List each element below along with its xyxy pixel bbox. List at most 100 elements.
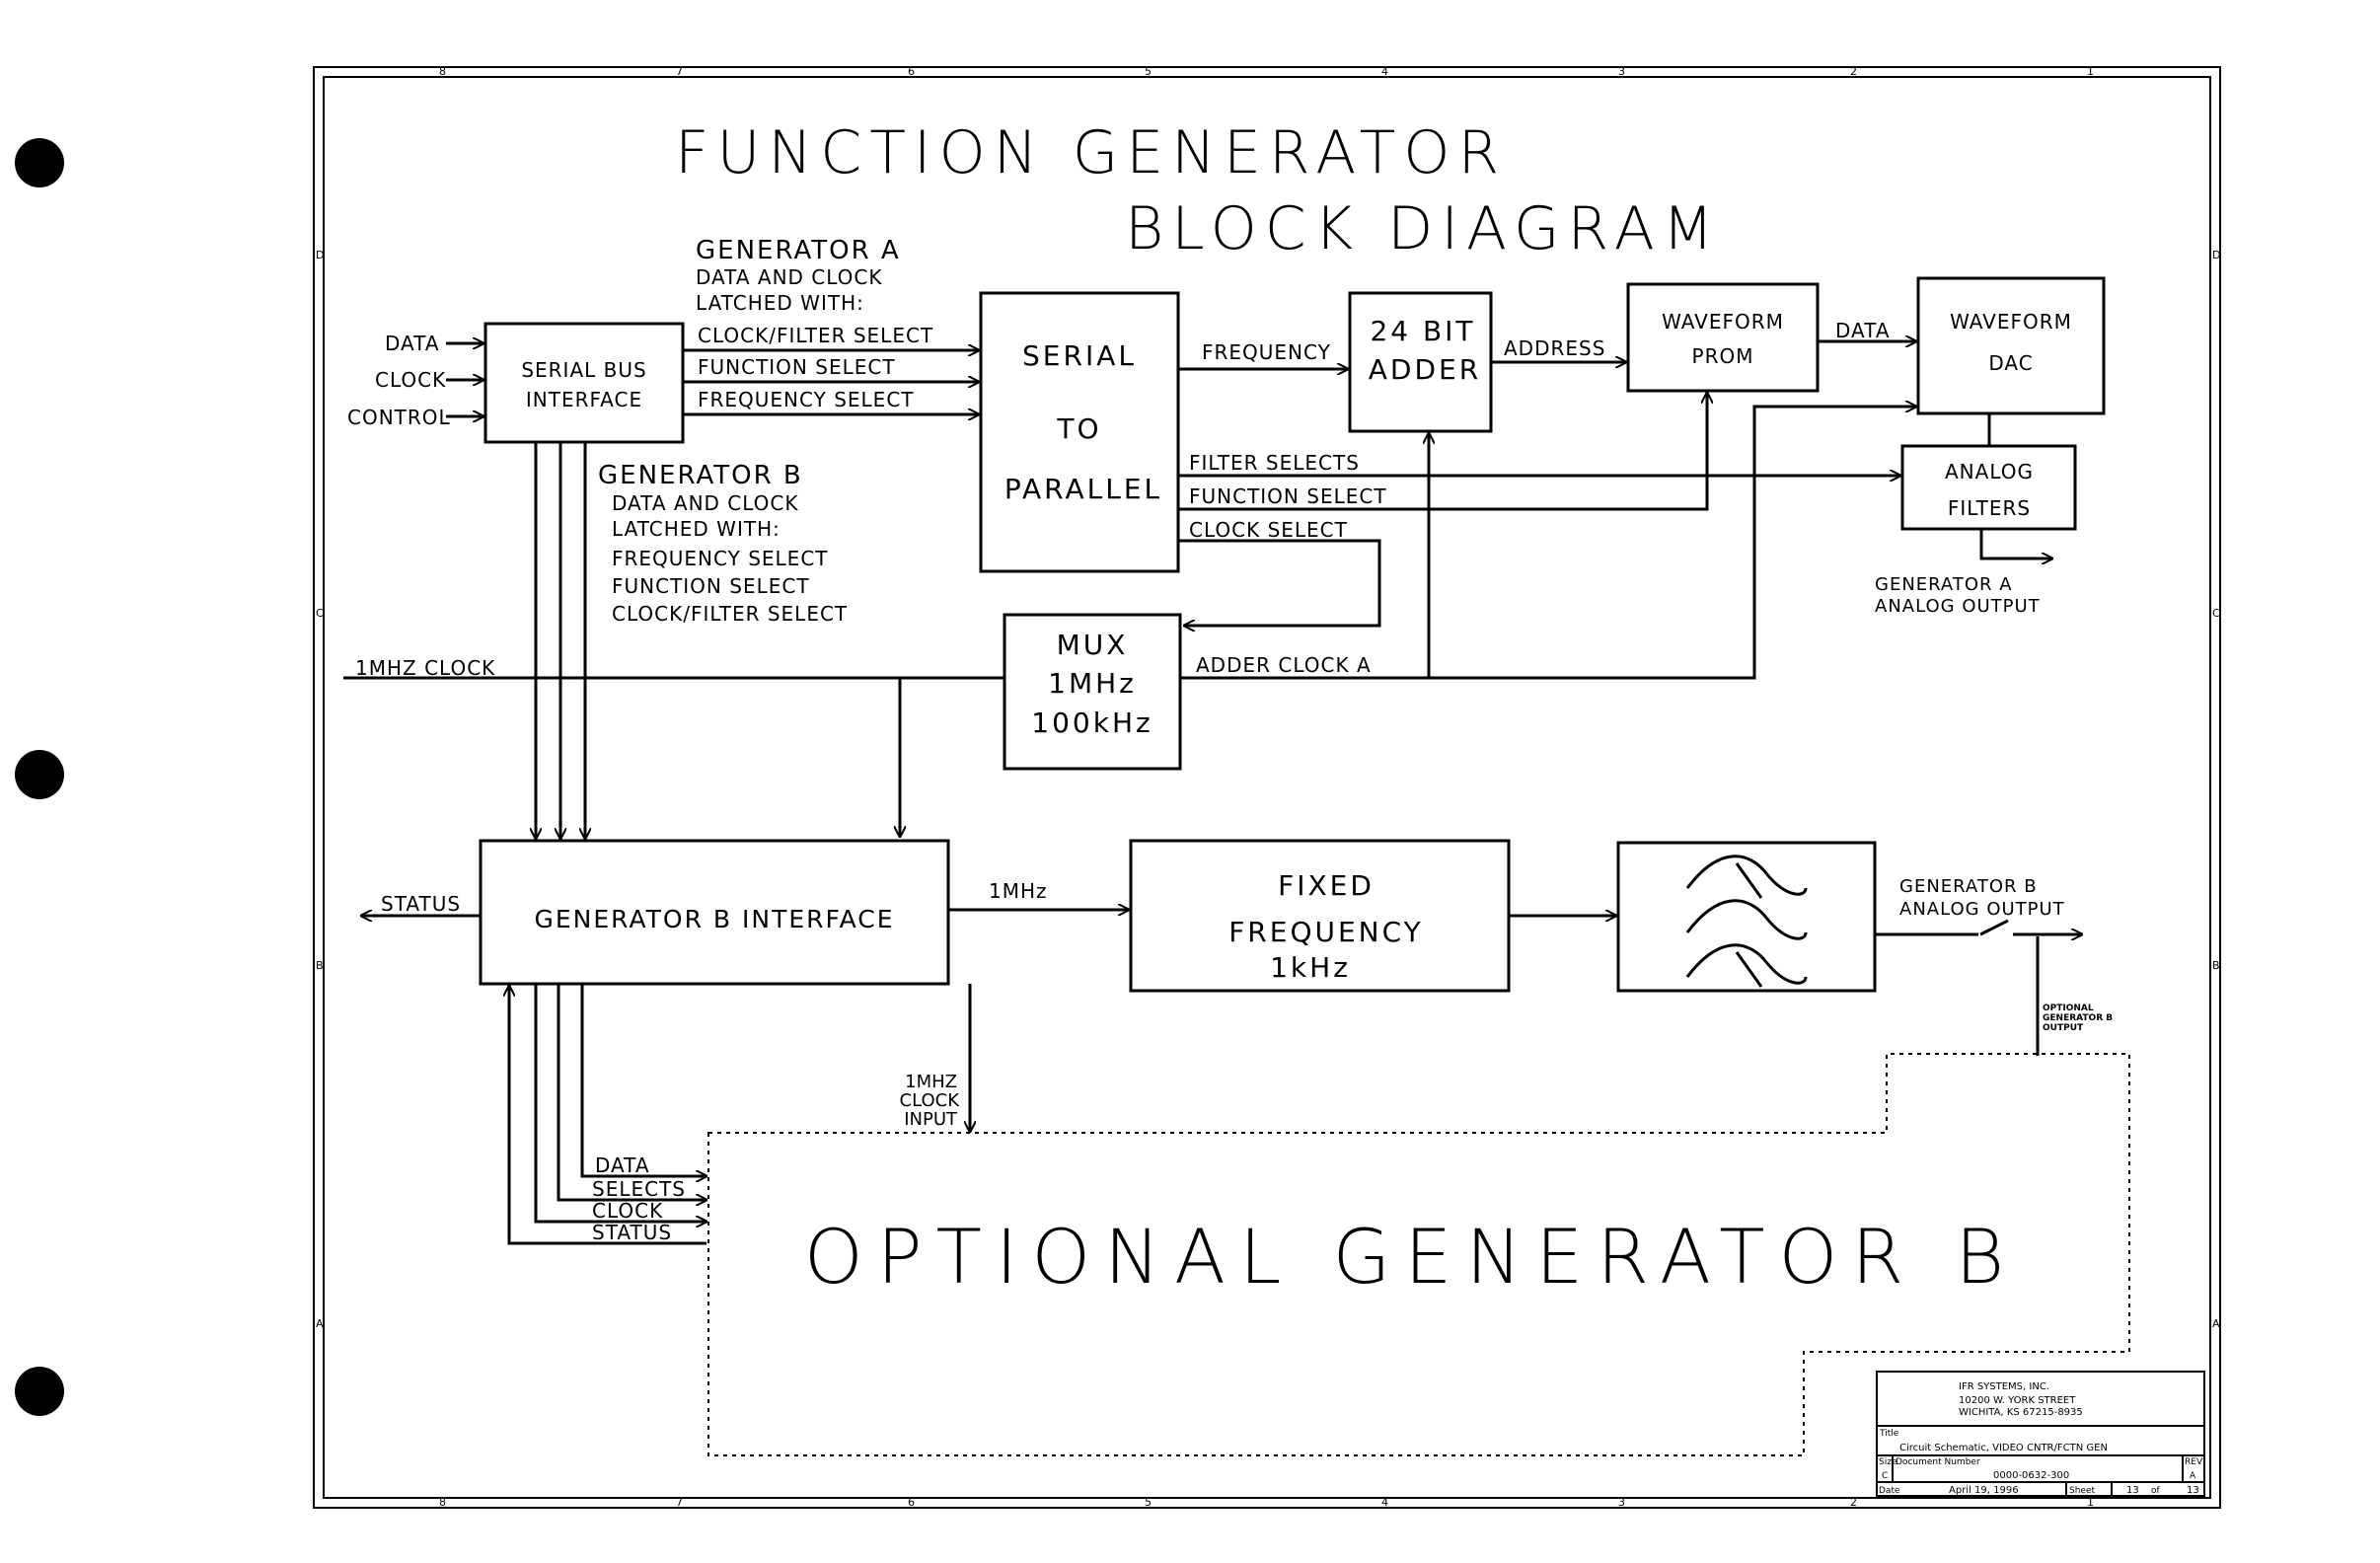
rev-field-value: A: [2190, 1471, 2196, 1481]
zone-label: 2: [1850, 65, 1857, 78]
gen-a-note-title: GENERATOR A: [696, 236, 901, 265]
gen-b-output-label-2: ANALOG OUTPUT: [1899, 899, 2065, 920]
zone-label: A: [316, 1317, 324, 1330]
title-field-value: Circuit Schematic, VIDEO CNTR/FCTN GEN: [1899, 1443, 2108, 1453]
company-name: IFR SYSTEMS, INC.: [1959, 1381, 2049, 1392]
serial-bus-interface-block: [483, 322, 685, 444]
dac-line-1: WAVEFORM: [1950, 310, 2072, 334]
output-switch: [1979, 919, 2009, 936]
analog-filters-line-1: ANALOG: [1945, 460, 2034, 484]
of-field-value: 13: [2187, 1485, 2199, 1496]
zone-label: D: [2212, 249, 2220, 261]
clock-input-label-3: INPUT: [904, 1109, 958, 1130]
zone-label: 2: [1850, 1496, 1857, 1509]
sheet-field-value: 13: [2126, 1485, 2139, 1496]
b-data-label: DATA: [595, 1154, 650, 1177]
status-signal-label: STATUS: [381, 892, 461, 916]
gen-b-note-line-2: DATA AND CLOCK: [612, 491, 799, 515]
generator-b-interface-block: [479, 839, 950, 986]
binder-hole-middle: [15, 750, 64, 799]
adder-line-1: 24 BIT: [1370, 315, 1475, 347]
b-selects-label: SELECTS: [592, 1177, 686, 1201]
filter-symbol: [1685, 855, 1808, 988]
gen-b-note-title: GENERATOR B: [598, 461, 803, 490]
of-field-label: of: [2151, 1486, 2161, 1496]
left-zone-labels: D C B A: [316, 249, 324, 1330]
analog-filters-block: [1900, 444, 2077, 531]
company-street: 10200 W. YORK STREET: [1959, 1395, 2076, 1406]
zone-label: 8: [439, 65, 446, 78]
b-clock-label: CLOCK: [592, 1199, 663, 1223]
waveform-prom-block: [1626, 282, 1820, 393]
adder-clock-a-line: [1180, 407, 1916, 680]
title-line-1: FUNCTION GENERATOR: [675, 118, 1507, 187]
mux-line-3: 100kHz: [1031, 707, 1153, 739]
optional-generator-b-region: [707, 1053, 2130, 1456]
mux-line-2: 1MHz: [1048, 667, 1137, 700]
adder-line-2: ADDER: [1369, 353, 1481, 386]
optional-output-label-3: OUTPUT: [2043, 1023, 2084, 1033]
zone-label: 3: [1618, 65, 1625, 78]
function-select-label: FUNCTION SELECT: [698, 355, 896, 379]
prom-line-1: WAVEFORM: [1662, 310, 1784, 334]
adder-clock-a-label: ADDER CLOCK A: [1196, 653, 1372, 677]
title-line-2: BLOCK DIAGRAM: [1125, 194, 1722, 263]
size-field-label: Size: [1879, 1457, 1897, 1467]
docnum-field-value: 0000-0632-300: [1993, 1470, 2069, 1481]
zone-label: 4: [1381, 65, 1388, 78]
zone-label: 7: [676, 65, 683, 78]
fixed-frequency-line-2: FREQUENCY: [1228, 916, 1424, 948]
zone-label: 6: [908, 65, 915, 78]
binder-hole-bottom: [15, 1367, 64, 1416]
fixed-frequency-line-1: FIXED: [1278, 869, 1375, 902]
rev-field-label: REV: [2185, 1457, 2203, 1467]
fixed-frequency-line-3: 1kHz: [1270, 951, 1351, 984]
filter-selects-label: FILTER SELECTS: [1189, 451, 1360, 475]
gen-b-note-line-3: LATCHED WITH:: [612, 517, 781, 541]
zone-label: 5: [1145, 65, 1152, 78]
zone-label: C: [316, 607, 324, 620]
zone-label: 1: [2087, 65, 2094, 78]
zone-label: 4: [1381, 1496, 1388, 1509]
sheet-border-outer: [313, 66, 2221, 1509]
clock-input-label-1: 1MHZ: [905, 1072, 957, 1092]
data-signal-label: DATA: [1835, 319, 1891, 342]
zone-label: 3: [1618, 1496, 1625, 1509]
clock-input-label-2: CLOCK: [900, 1090, 961, 1111]
title-block: IFR SYSTEMS, INC. 10200 W. YORK STREET W…: [1876, 1371, 2205, 1497]
docnum-field-label: Document Number: [1896, 1457, 1980, 1467]
zone-label: B: [2212, 959, 2220, 972]
b-status-label: STATUS: [592, 1221, 672, 1244]
zone-label: B: [316, 959, 324, 972]
serial-to-parallel-block: [979, 291, 1180, 573]
date-field-value: April 19, 1996: [1949, 1485, 2019, 1496]
address-signal-label: ADDRESS: [1504, 336, 1605, 360]
gen-b-note-line-4: FREQUENCY SELECT: [612, 547, 829, 570]
serial-to-parallel-line-1: SERIAL: [1022, 339, 1137, 372]
serial-bus-line-2: INTERFACE: [526, 388, 642, 411]
company-city: WICHITA, KS 67215-8935: [1959, 1407, 2083, 1418]
frequency-select-label: FREQUENCY SELECT: [698, 388, 915, 411]
gen-b-note-line-6: CLOCK/FILTER SELECT: [612, 602, 848, 626]
mux-line-1: MUX: [1057, 629, 1129, 661]
bottom-zone-labels: 8 7 6 5 4 3 2 1: [439, 1496, 2094, 1509]
gen-b-output-label-1: GENERATOR B: [1899, 876, 2038, 897]
gen-b-interface-label: GENERATOR B INTERFACE: [534, 905, 894, 933]
gen-b-note-line-5: FUNCTION SELECT: [612, 574, 810, 598]
zone-label: 7: [676, 1496, 683, 1509]
gen-a-output-label-2: ANALOG OUTPUT: [1875, 596, 2041, 617]
zone-label: 8: [439, 1496, 446, 1509]
prom-line-2: PROM: [1692, 344, 1754, 368]
serial-to-parallel-line-2: TO: [1056, 412, 1101, 445]
gen-a-note-line-3: LATCHED WITH:: [696, 291, 864, 315]
mux-block: [1003, 613, 1182, 771]
zone-label: C: [2212, 607, 2220, 620]
data-input-label: DATA: [385, 332, 440, 355]
zone-label: 6: [908, 1496, 915, 1509]
clock-filter-select-label: CLOCK/FILTER SELECT: [698, 324, 933, 347]
clock-select-label: CLOCK SELECT: [1189, 518, 1348, 542]
sheet-border-inner: [323, 76, 2211, 1499]
mhz-clock-label: 1MHZ CLOCK: [355, 656, 495, 680]
b-selects-line: [557, 984, 707, 1200]
top-zone-labels: 8 7 6 5 4 3 2 1: [439, 65, 2094, 78]
